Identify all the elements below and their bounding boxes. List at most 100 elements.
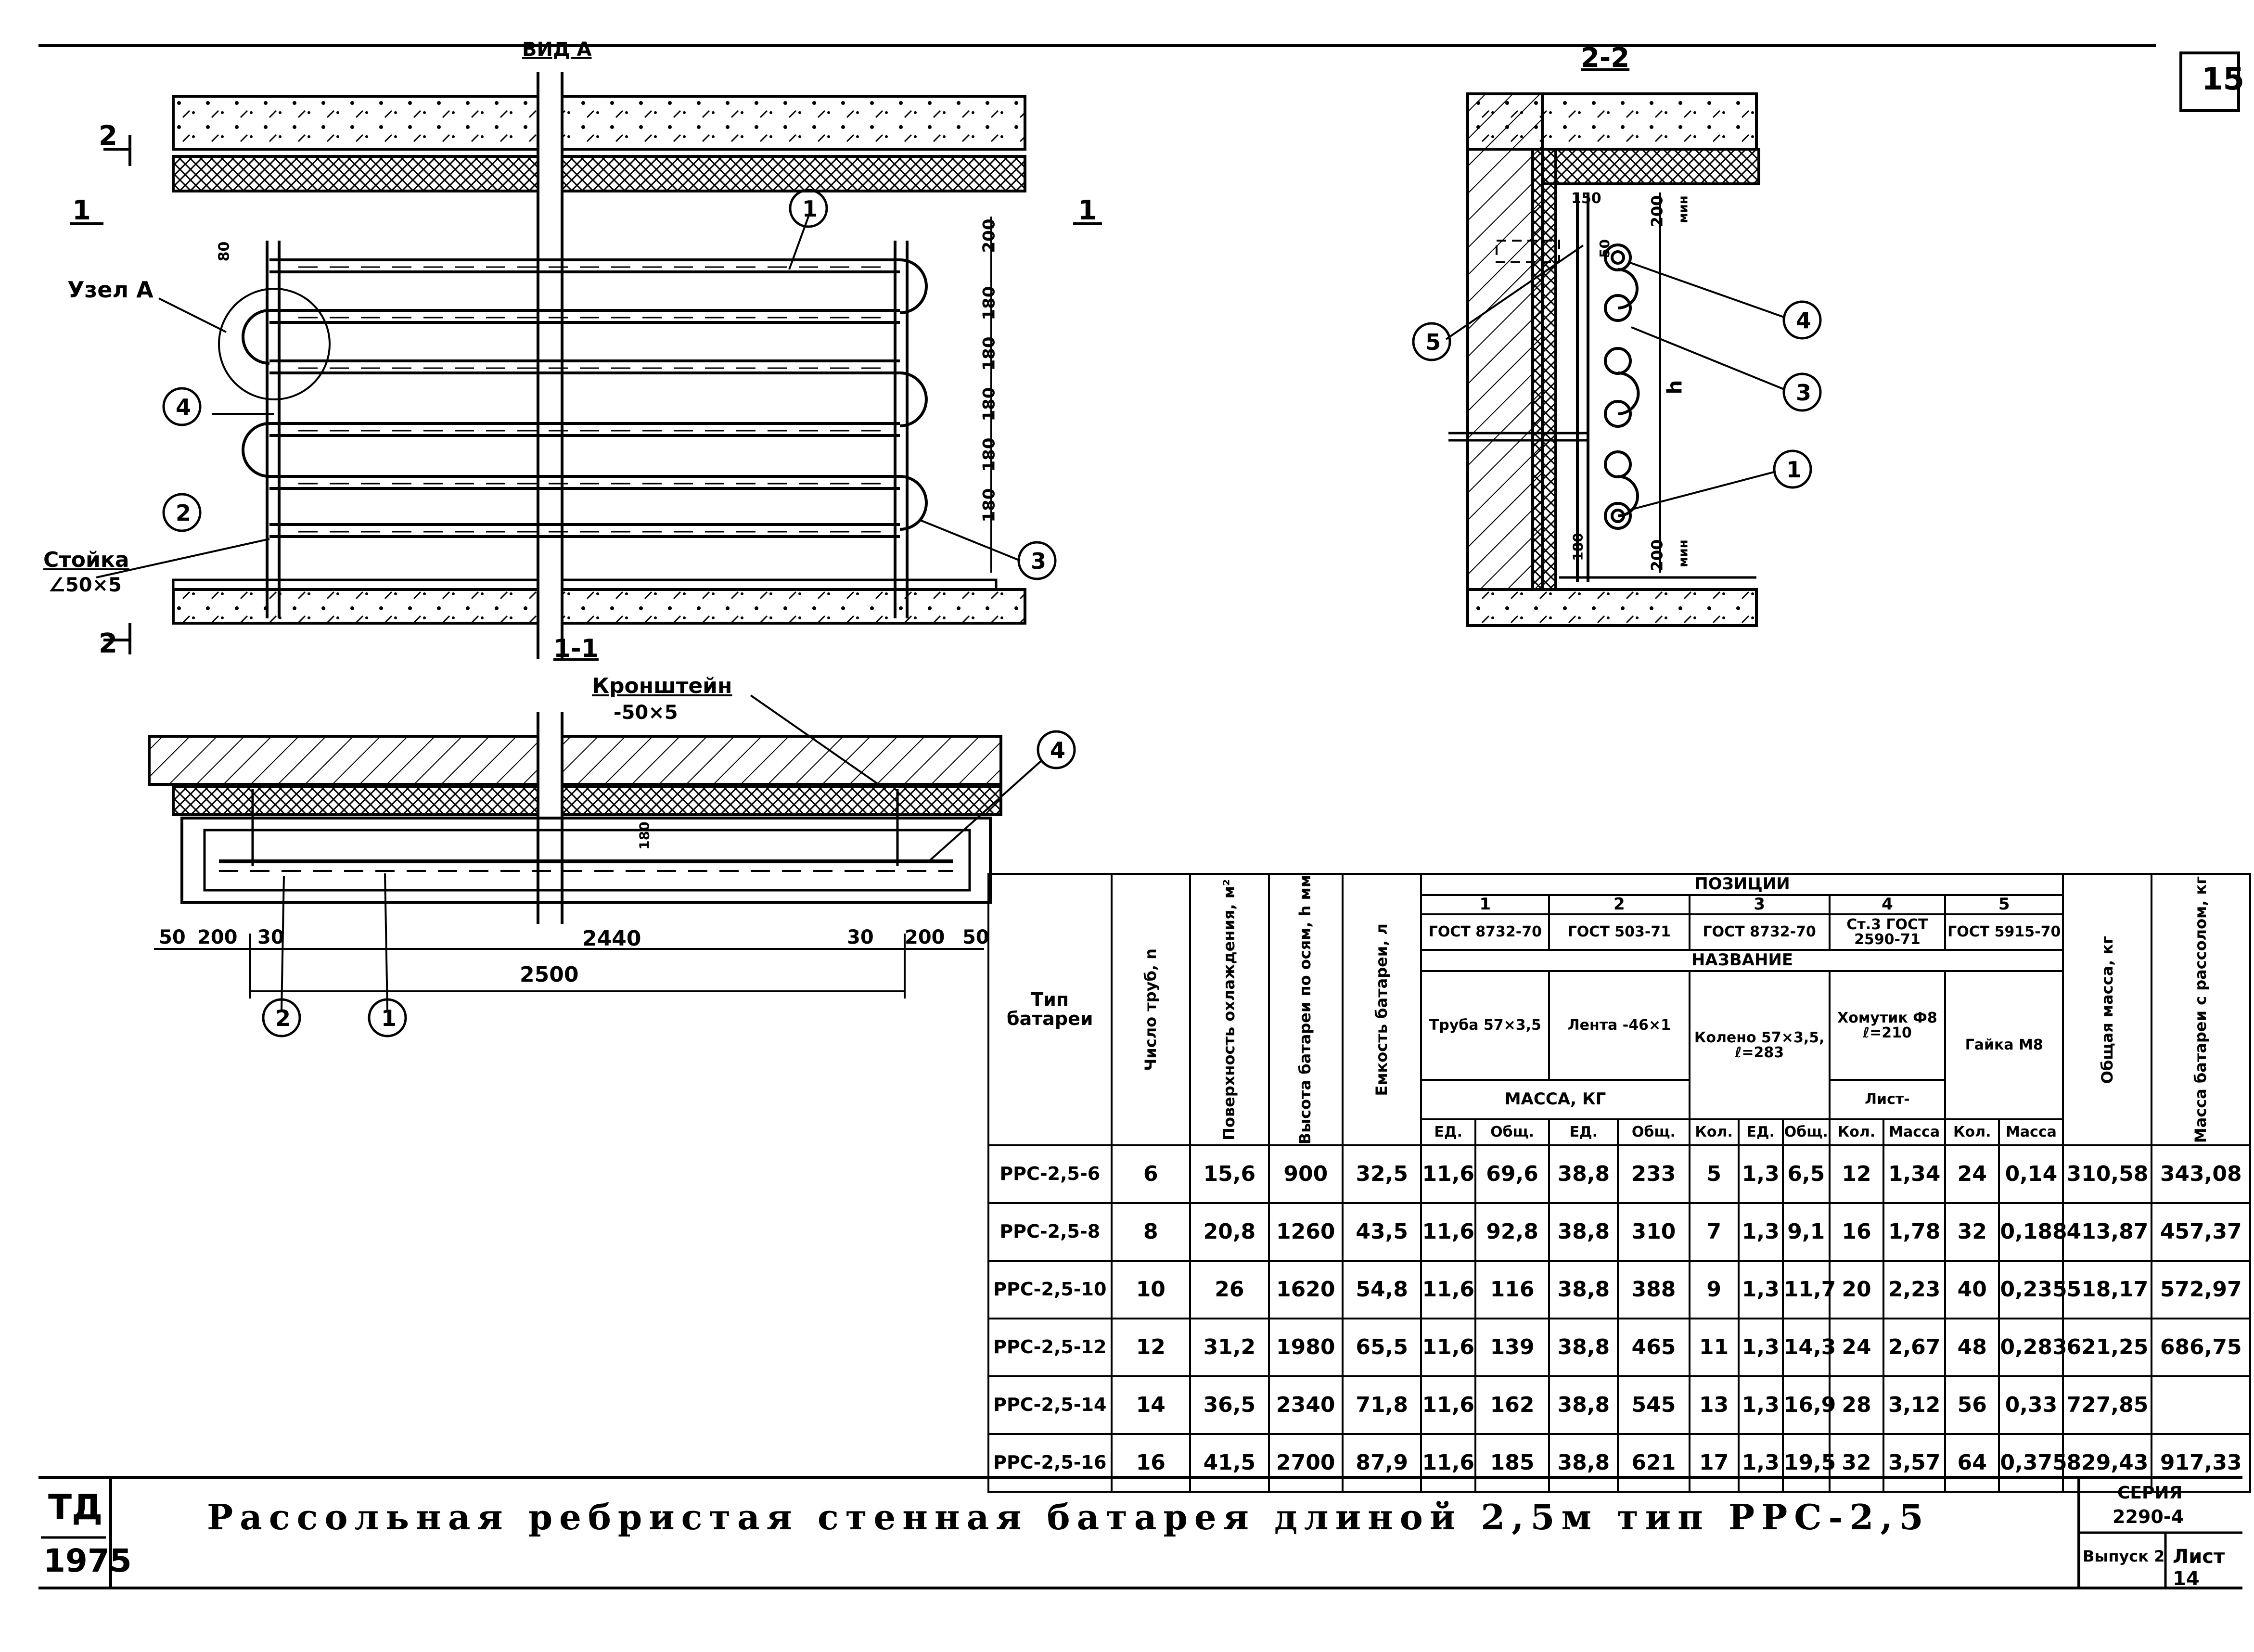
table-cell: 343,08 xyxy=(2151,1144,2251,1204)
dim-plan-30-left: 30 xyxy=(257,926,284,948)
table-cell: 10 xyxy=(1110,1260,1191,1320)
issue-number: Выпуск 2 xyxy=(2083,1547,2165,1565)
table-cell: 20 xyxy=(1828,1260,1885,1320)
table-cell: 233 xyxy=(1617,1144,1690,1204)
table-cell: 621,25 xyxy=(2062,1318,2153,1378)
marker-1-section: 1 xyxy=(1786,457,1802,483)
th-total-1: Общ. xyxy=(1474,1118,1550,1147)
table-cell xyxy=(2151,1375,2251,1435)
th-std-1: ГОСТ 8732-70 xyxy=(1420,913,1550,951)
table-cell: 16 xyxy=(1828,1202,1885,1262)
table-cell: 1,34 xyxy=(1883,1144,1947,1204)
dim-plan-200-left: 200 xyxy=(197,926,238,948)
cell-type: РРС-2,5-12 xyxy=(987,1318,1113,1378)
marker-1-plan: 1 xyxy=(381,1005,397,1031)
th-std-2: ГОСТ 503-71 xyxy=(1548,913,1690,951)
table-cell: 0,235 xyxy=(1998,1260,2067,1320)
table-cell: 24 xyxy=(1944,1144,2000,1204)
table-cell: 1,3 xyxy=(1737,1318,1784,1378)
table-cell: 92,8 xyxy=(1474,1202,1550,1262)
sheet-index: Лист 14 xyxy=(2173,1546,2225,1590)
th-total-2: Общ. xyxy=(1617,1118,1690,1147)
table-cell: 139 xyxy=(1474,1318,1550,1378)
table-cell: 19,5 xyxy=(1781,1433,1836,1493)
th-names: НАЗВАНИЕ xyxy=(1420,949,2064,972)
table-cell: 413,87 xyxy=(2062,1202,2153,1262)
table-cell: 0,375 xyxy=(1998,1433,2067,1493)
table-cell: 40 xyxy=(1944,1260,2000,1320)
view-a-label: ВИД А xyxy=(522,38,592,61)
th-mass-kg: МАССА, КГ xyxy=(1420,1079,1690,1121)
table-cell: 24 xyxy=(1828,1318,1885,1378)
table-cell: 1260 xyxy=(1268,1202,1344,1262)
table-cell: 11,7 xyxy=(1781,1260,1836,1320)
front-view xyxy=(70,72,1102,659)
table-cell: 917,33 xyxy=(2151,1433,2251,1493)
table-cell: 2,67 xyxy=(1883,1318,1947,1378)
post-size: ∠50×5 xyxy=(48,574,122,596)
marker-4-section: 4 xyxy=(1796,307,1812,333)
table-cell: 8 xyxy=(1110,1202,1191,1262)
dim-plan-2500: 2500 xyxy=(520,962,579,987)
table-cell: 1980 xyxy=(1268,1318,1344,1378)
table-cell: 69,6 xyxy=(1474,1144,1550,1204)
table-cell: 16,9 xyxy=(1781,1375,1836,1435)
table-cell: 87,9 xyxy=(1341,1433,1422,1493)
th-qty-4: Кол. xyxy=(1828,1118,1885,1147)
cell-type: РРС-2,5-14 xyxy=(987,1375,1113,1435)
th-std-4: Ст.3 ГОСТ 2590-71 xyxy=(1828,913,1947,951)
table-cell: 0,188 xyxy=(1998,1202,2067,1262)
section-2-2-label: 2-2 xyxy=(1581,42,1630,74)
table-cell: 17 xyxy=(1688,1433,1740,1493)
table-cell: 7 xyxy=(1688,1202,1740,1262)
table-cell: 26 xyxy=(1189,1260,1270,1320)
table-cell: 572,97 xyxy=(2151,1260,2251,1320)
table-cell: 900 xyxy=(1268,1144,1344,1204)
table-cell: 65,5 xyxy=(1341,1318,1422,1378)
table-cell: 162 xyxy=(1474,1375,1550,1435)
th-type: Тип батареи xyxy=(987,872,1113,1147)
table-cell: 6 xyxy=(1110,1144,1191,1204)
cut-2-top: 2 xyxy=(99,120,117,152)
table-cell: 11,6 xyxy=(1420,1260,1476,1320)
section-2-2 xyxy=(1445,92,1786,627)
sheet-number: 15 xyxy=(2202,62,2245,97)
table-cell: 20,8 xyxy=(1189,1202,1270,1262)
marker-3: 3 xyxy=(1031,548,1047,574)
table-cell: 2700 xyxy=(1268,1433,1344,1493)
th-name-1: Труба 57×3,5 xyxy=(1420,970,1550,1081)
dim-plan-30-right: 30 xyxy=(847,926,874,948)
th-total-mass: Общая масса, кг xyxy=(2062,872,2153,1147)
table-cell: 310 xyxy=(1617,1202,1690,1262)
cell-type: РРС-2,5-6 xyxy=(987,1144,1113,1204)
table-cell: 48 xyxy=(1944,1318,2000,1378)
dim-sec-180: 180 xyxy=(1570,533,1586,561)
th-pos-5: 5 xyxy=(1944,894,2064,915)
th-name-5: Гайка М8 xyxy=(1944,970,2064,1121)
org-code: ТД xyxy=(48,1487,103,1527)
cut-2-bottom: 2 xyxy=(99,628,117,659)
cut-1-right: 1 xyxy=(1078,195,1097,226)
series-label: СЕРИЯ xyxy=(2117,1483,2183,1503)
table-cell: 116 xyxy=(1474,1260,1550,1320)
th-total-3: Общ. xyxy=(1781,1118,1831,1147)
table-cell: 32 xyxy=(1944,1202,2000,1262)
table-cell: 0,14 xyxy=(1998,1144,2064,1204)
table-cell: 28 xyxy=(1828,1375,1885,1435)
table-cell: 1620 xyxy=(1268,1260,1344,1320)
th-name-3: Колено 57×3,5, ℓ=283 xyxy=(1688,970,1831,1121)
table-cell: 38,8 xyxy=(1548,1144,1619,1204)
drawing-title: Рассольная ребристая стенная батарея дли… xyxy=(207,1497,1930,1537)
table-cell: 12 xyxy=(1110,1318,1191,1378)
dim-pitch-4: 180 xyxy=(979,437,999,472)
th-unit-2: ЕД. xyxy=(1548,1118,1619,1147)
table-cell: 545 xyxy=(1617,1375,1690,1435)
cell-type: РРС-2,5-8 xyxy=(987,1202,1113,1262)
table-cell: 11,6 xyxy=(1420,1433,1476,1493)
dim-sec-150: 150 xyxy=(1571,190,1601,207)
bracket-label: Кронштейн xyxy=(592,674,732,698)
